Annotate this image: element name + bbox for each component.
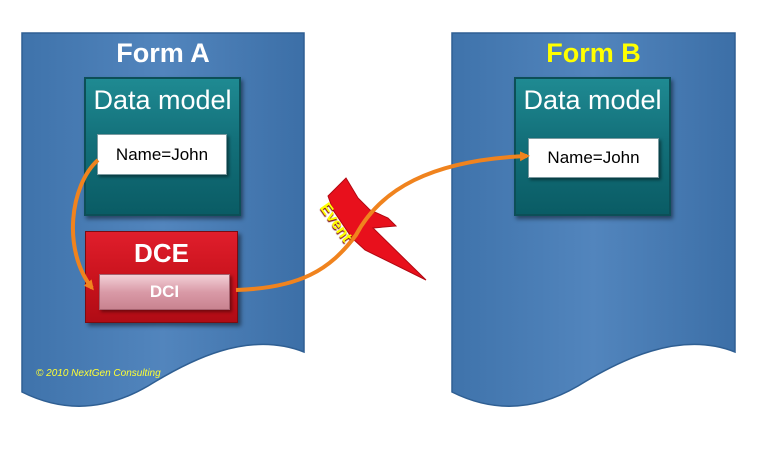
name-field: Name=John (528, 138, 659, 178)
copyright-text: © 2010 NextGen Consulting (36, 368, 161, 379)
data-model-title: Data model (523, 85, 662, 115)
dci-box: DCI (99, 274, 230, 310)
arrow-dci-to-form-b (235, 151, 530, 292)
dce-box: DCE DCI (85, 231, 238, 323)
form-b-data-model: Data model Name=John (514, 77, 671, 216)
form-a-data-model: Data model Name=John (84, 77, 241, 216)
arrow-field-to-dci (70, 158, 100, 291)
form-b-title: Form B (546, 38, 641, 68)
event-bolt (327, 177, 427, 281)
form-a-title: Form A (116, 38, 210, 68)
name-field: Name=John (97, 134, 227, 175)
dce-title: DCE (134, 238, 189, 268)
data-model-title: Data model (93, 85, 232, 115)
